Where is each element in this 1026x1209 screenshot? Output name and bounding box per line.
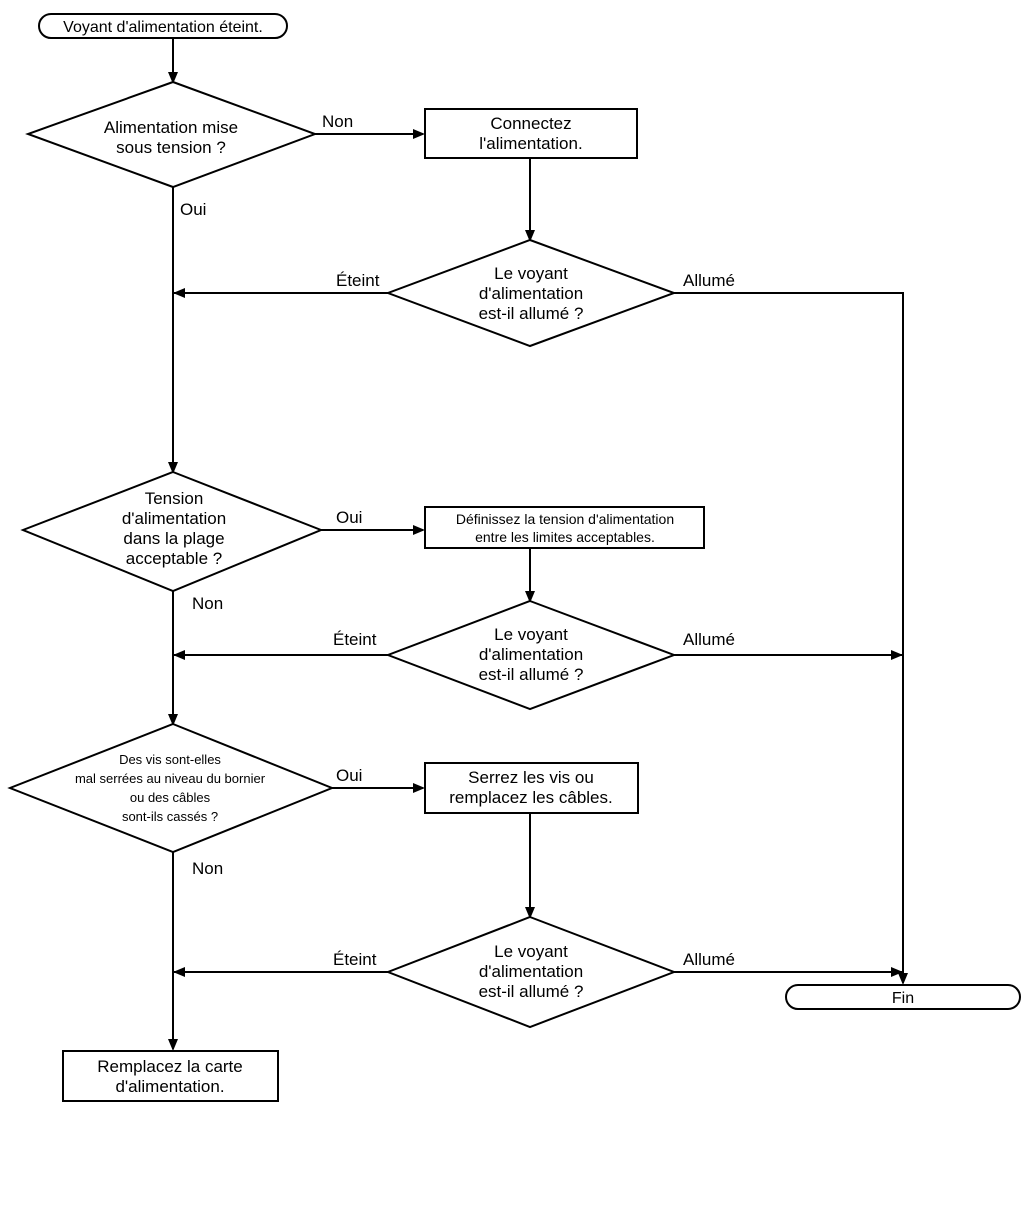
process-replace-board: Remplacez la carte d'alimentation. bbox=[62, 1050, 279, 1102]
process-set-voltage: Définissez la tension d'alimentation ent… bbox=[424, 506, 705, 549]
label-off-check-2: Éteint bbox=[333, 630, 377, 649]
arrowhead-down bbox=[525, 230, 535, 242]
label-no-voltage: Non bbox=[192, 594, 223, 613]
decision-power-on: Alimentation mise sous tension ? bbox=[25, 80, 318, 189]
process-replace-line2: d'alimentation. bbox=[115, 1077, 224, 1096]
led-check-3-line1: Le voyant bbox=[494, 942, 568, 961]
process-connect-line1: Connectez bbox=[490, 114, 571, 133]
arrowhead-right bbox=[891, 650, 903, 660]
arrowheads bbox=[168, 72, 908, 1051]
label-no-power-on: Non bbox=[322, 112, 353, 131]
process-connect-line2: l'alimentation. bbox=[479, 134, 582, 153]
decision-screws-line2: mal serrées au niveau du bornier bbox=[75, 771, 266, 786]
decision-voltage-line3: dans la plage bbox=[123, 529, 224, 548]
decision-led-check-1: Le voyant d'alimentation est-il allumé ? bbox=[385, 238, 677, 348]
decision-screws-cables: Des vis sont-elles mal serrées au niveau… bbox=[7, 722, 335, 854]
arrowhead-down bbox=[898, 973, 908, 985]
led-check-1-line3: est-il allumé ? bbox=[479, 304, 584, 323]
label-on-check-2: Allumé bbox=[683, 630, 735, 649]
led-check-3-line2: d'alimentation bbox=[479, 962, 583, 981]
process-set-voltage-line2: entre les limites acceptables. bbox=[475, 529, 655, 545]
decision-power-on-line1: Alimentation mise bbox=[104, 118, 238, 137]
decision-screws-line3: ou des câbles bbox=[130, 790, 211, 805]
end-terminal: Fin bbox=[785, 984, 1021, 1010]
process-replace-line1: Remplacez la carte bbox=[97, 1057, 243, 1076]
decision-power-on-line2: sous tension ? bbox=[116, 138, 226, 157]
label-no-screws: Non bbox=[192, 859, 223, 878]
arrowhead-down bbox=[168, 462, 178, 474]
start-label: Voyant d'alimentation éteint. bbox=[63, 19, 263, 36]
led-check-3-line3: est-il allumé ? bbox=[479, 982, 584, 1001]
decision-screws-line4: sont-ils cassés ? bbox=[122, 809, 218, 824]
arrowhead-left bbox=[173, 967, 185, 977]
decision-voltage-line2: d'alimentation bbox=[122, 509, 226, 528]
decision-voltage-line4: acceptable ? bbox=[126, 549, 222, 568]
label-on-check-1: Allumé bbox=[683, 271, 735, 290]
arrowhead-right bbox=[413, 129, 425, 139]
arrowhead-down bbox=[168, 1039, 178, 1051]
start-terminal: Voyant d'alimentation éteint. bbox=[38, 13, 288, 39]
arrowhead-right bbox=[413, 525, 425, 535]
arrowhead-down bbox=[525, 591, 535, 603]
label-on-check-3: Allumé bbox=[683, 950, 735, 969]
arrowhead-right bbox=[891, 967, 903, 977]
decision-led-check-2: Le voyant d'alimentation est-il allumé ? bbox=[385, 599, 677, 711]
process-set-voltage-line1: Définissez la tension d'alimentation bbox=[456, 511, 674, 527]
led-check-1-line2: d'alimentation bbox=[479, 284, 583, 303]
label-yes-screws: Oui bbox=[336, 766, 362, 785]
led-check-2-line3: est-il allumé ? bbox=[479, 665, 584, 684]
branch-labels: Non Oui Éteint Allumé Oui Non Éteint All… bbox=[180, 112, 735, 969]
led-check-2-line1: Le voyant bbox=[494, 625, 568, 644]
led-check-1-line1: Le voyant bbox=[494, 264, 568, 283]
process-tighten-screws: Serrez les vis ou remplacez les câbles. bbox=[424, 762, 639, 814]
connectors bbox=[172, 38, 904, 1049]
process-connect: Connectez l'alimentation. bbox=[424, 108, 638, 159]
label-off-check-1: Éteint bbox=[336, 271, 380, 290]
process-tighten-line1: Serrez les vis ou bbox=[468, 768, 594, 787]
label-yes-voltage: Oui bbox=[336, 508, 362, 527]
connector-c1-on bbox=[674, 292, 904, 958]
arrowhead-down bbox=[168, 72, 178, 84]
end-label: Fin bbox=[892, 990, 914, 1007]
decision-led-check-3: Le voyant d'alimentation est-il allumé ? bbox=[385, 915, 677, 1029]
process-tighten-line2: remplacez les câbles. bbox=[449, 788, 612, 807]
arrowhead-left bbox=[173, 650, 185, 660]
led-check-2-line2: d'alimentation bbox=[479, 645, 583, 664]
decision-voltage-line1: Tension bbox=[145, 489, 204, 508]
decision-screws-line1: Des vis sont-elles bbox=[119, 752, 221, 767]
arrowhead-down bbox=[168, 714, 178, 726]
arrowhead-left bbox=[173, 288, 185, 298]
decision-voltage-range: Tension d'alimentation dans la plage acc… bbox=[20, 470, 324, 593]
arrowhead-down bbox=[525, 907, 535, 919]
label-off-check-3: Éteint bbox=[333, 950, 377, 969]
arrowhead-right bbox=[413, 783, 425, 793]
label-yes-power-on: Oui bbox=[180, 200, 206, 219]
